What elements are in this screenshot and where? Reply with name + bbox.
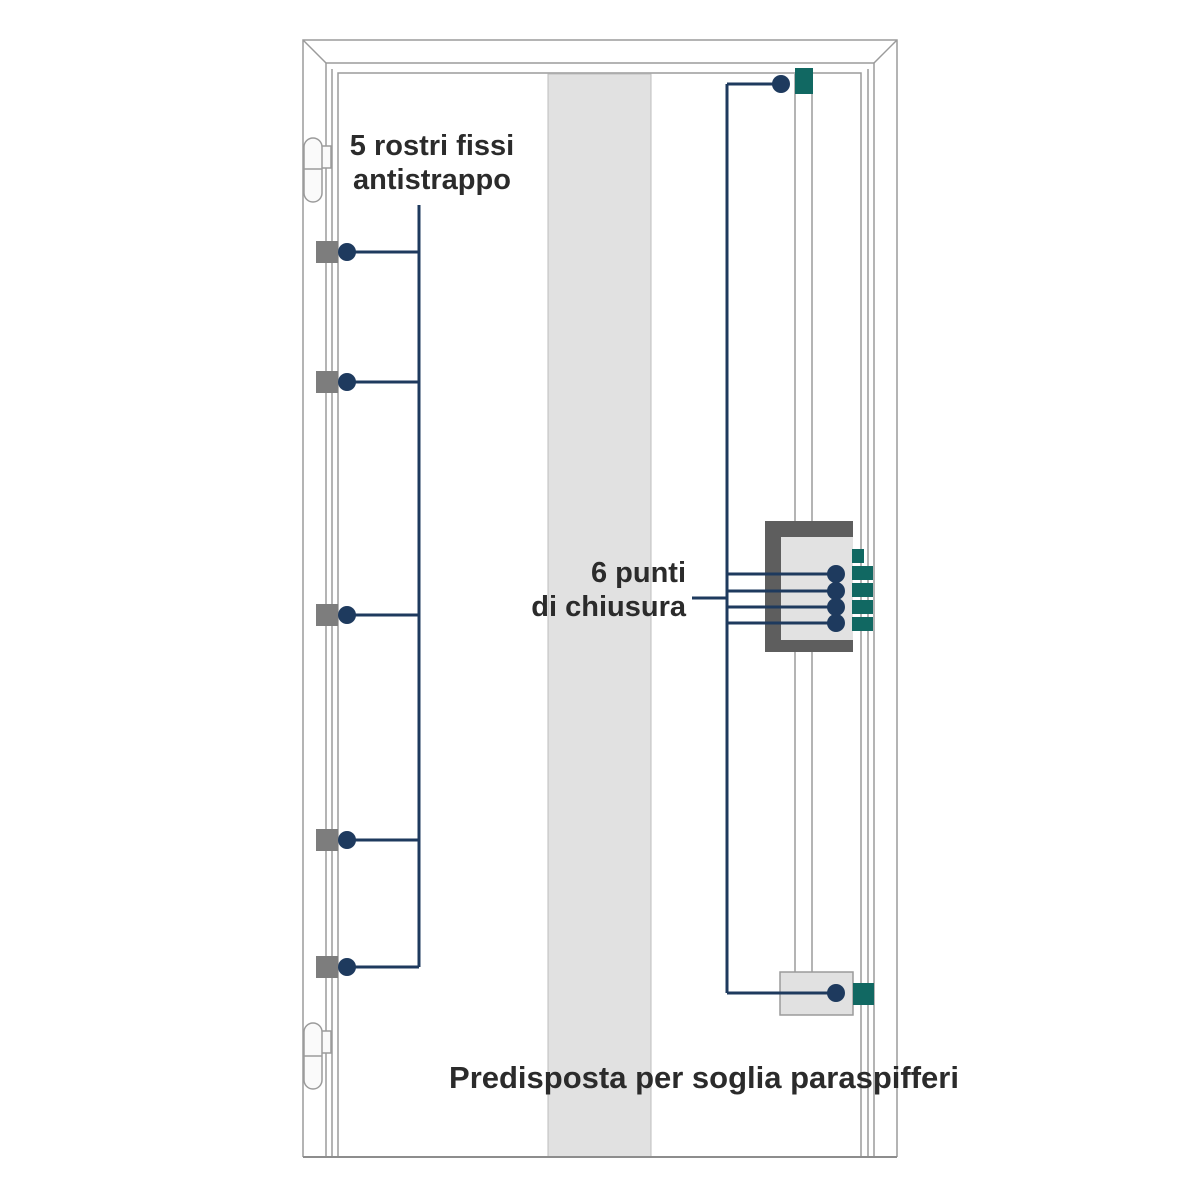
- rostro-4: [316, 829, 419, 851]
- label-rostri-line1: 5 rostri fissi: [349, 130, 515, 162]
- lock-bolt-1: [852, 566, 873, 580]
- label-rostri-line2: antistrappo: [353, 164, 511, 196]
- rostri-fissi-group: [316, 205, 421, 978]
- punto-6-dot: [827, 984, 845, 1002]
- rostro-1: [316, 241, 419, 263]
- rostro-4-block: [316, 829, 338, 851]
- punto-4: [727, 598, 845, 616]
- punto-2-dot: [827, 565, 845, 583]
- label-chiusura-line2: di chiusura: [531, 591, 686, 623]
- label-rostri-fissi: 5 rostri fissi antistrappo: [332, 129, 532, 197]
- lock-bolt-2: [852, 583, 873, 597]
- lock-bolt-4: [852, 617, 873, 631]
- frame-outer-outline: [302, 39, 898, 1157]
- lock-bolt-3: [852, 600, 873, 614]
- frame-miter-top-left: [302, 39, 327, 64]
- bottom-lock-bolt: [853, 983, 874, 1005]
- label-soglia-paraspifferi: Predisposta per soglia paraspifferi: [449, 1060, 959, 1095]
- punto-5-dot: [827, 614, 845, 632]
- rostro-1-dot: [338, 243, 356, 261]
- rostro-2: [316, 371, 419, 393]
- punto-3: [727, 582, 845, 600]
- rostro-3-block: [316, 604, 338, 626]
- label-punti-chiusura: 6 punti di chiusura: [486, 556, 686, 624]
- frame-miter-top-right: [873, 39, 898, 64]
- punto-3-dot: [827, 582, 845, 600]
- lock-latch-small: [852, 549, 864, 563]
- punto-1-dot: [772, 75, 790, 93]
- rostro-1-block: [316, 241, 338, 263]
- rostro-5-block: [316, 956, 338, 978]
- rostro-2-block: [316, 371, 338, 393]
- rostro-5: [316, 956, 419, 978]
- rostro-2-dot: [338, 373, 356, 391]
- punto-1-top: [727, 75, 790, 93]
- hinge-top-body: [303, 137, 323, 203]
- punto-6-bottom: [727, 984, 845, 1002]
- door-center-band: [547, 73, 652, 1158]
- punto-2: [727, 565, 845, 583]
- top-lock-pin: [795, 68, 813, 94]
- rostro-5-dot: [338, 958, 356, 976]
- hinge-top: [303, 137, 332, 203]
- rostro-3: [316, 604, 419, 626]
- punto-4-dot: [827, 598, 845, 616]
- punto-5: [727, 614, 845, 632]
- hinge-bottom: [303, 1022, 332, 1090]
- label-chiusura-line1: 6 punti: [590, 557, 686, 589]
- rostro-3-dot: [338, 606, 356, 624]
- rostro-4-dot: [338, 831, 356, 849]
- punti-chiusura-connectors: [692, 75, 845, 1002]
